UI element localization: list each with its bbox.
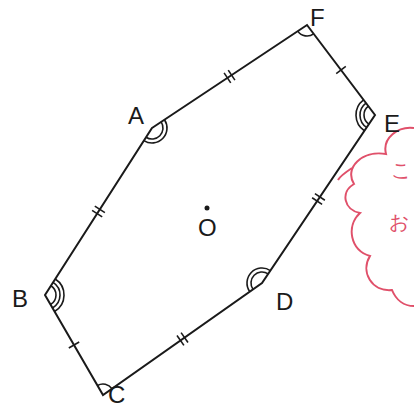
equal-tick [228,70,235,80]
equal-tick [224,73,231,83]
hexagon-outline [45,25,375,395]
center-dot [205,206,210,211]
angle-arc [144,120,167,143]
angle-arc [356,100,364,131]
angle-arc [146,122,163,139]
vertex-label: F [310,6,325,30]
angle-arc [364,106,369,124]
angle-arc [251,272,268,289]
equal-tick [181,333,188,343]
vertex-label: E [384,112,400,136]
equal-tick [69,342,79,348]
equal-tick [315,194,325,201]
vertex-label: D [276,290,293,314]
equal-tick [92,210,102,216]
equal-tick [312,198,322,205]
cloud-stroke [338,168,352,180]
angle-arc [55,279,64,311]
vertex-label: C [108,383,125,407]
angle-arc [298,31,314,36]
angle-arc [53,282,60,308]
angle-arc [360,103,367,127]
handwritten-note: こ [391,160,411,180]
equal-tick [336,66,346,73]
angle-arc [247,268,270,292]
vertex-label: A [128,104,144,128]
vertex-label: B [12,287,28,311]
equal-tick [95,206,105,212]
speech-cloud [345,128,414,306]
center-label: O [198,216,217,240]
handwritten-note: お [389,212,409,232]
angle-arc [51,286,56,305]
equal-tick [177,336,184,346]
